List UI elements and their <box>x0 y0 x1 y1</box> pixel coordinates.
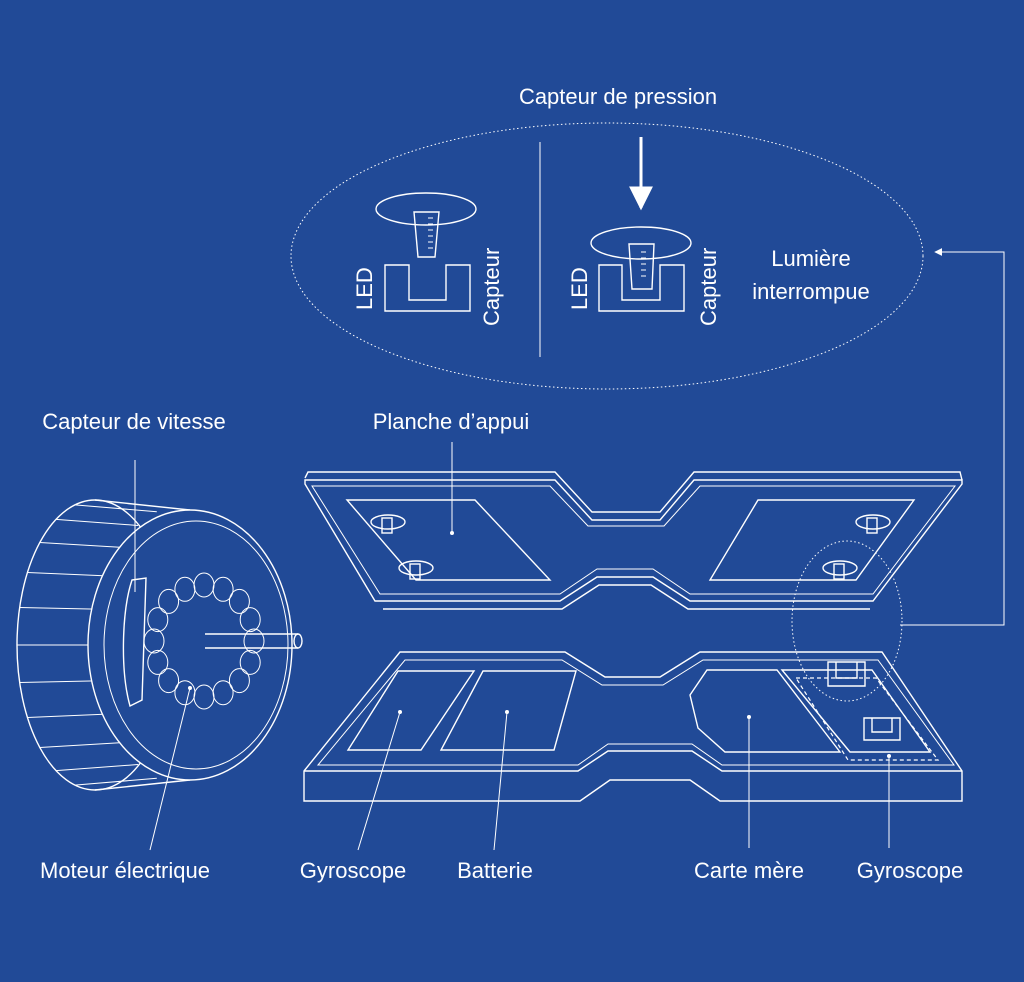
top-board-thickness <box>383 585 870 609</box>
tire-tread-line <box>56 765 138 771</box>
tire-tread-line <box>28 573 110 577</box>
plunger-4 <box>823 561 857 579</box>
tire-tread-line <box>20 681 102 683</box>
chassis-top-edge <box>304 751 962 771</box>
top-board-inner-rim <box>312 486 955 594</box>
light-sensor-1 <box>828 662 865 686</box>
label-sensor-left: Capteur <box>479 248 504 326</box>
top-board <box>305 472 962 609</box>
tire-tread-line <box>20 608 102 610</box>
tire-top-edge <box>95 500 190 510</box>
plunger-1 <box>371 515 405 533</box>
plunger-scale <box>428 218 433 248</box>
wheel <box>17 500 302 790</box>
label-led-left: LED <box>352 267 377 310</box>
tire-tread-line <box>40 543 122 548</box>
axle-end <box>294 634 302 648</box>
label-gyroscope-right: Gyroscope <box>857 858 963 883</box>
sensor-state-pressed <box>591 137 691 311</box>
tire-tread-line <box>56 519 138 525</box>
wheel-rim-outer <box>88 510 292 780</box>
u-sensor-right <box>599 265 684 311</box>
callout-connector-arrow <box>900 252 1004 625</box>
label-gyroscope-left: Gyroscope <box>300 858 406 883</box>
gyroscope-right-board <box>782 670 930 752</box>
light-sensor-2 <box>864 718 900 740</box>
footpad-left <box>347 500 550 580</box>
leader-dots <box>188 531 891 758</box>
sensor-state-open <box>376 193 476 311</box>
label-led-right: LED <box>567 267 592 310</box>
plunger-disc-pressed <box>591 227 691 259</box>
zoom-ellipse <box>792 541 902 701</box>
bottom-chassis <box>304 652 962 801</box>
plunger-2 <box>399 561 433 579</box>
label-light-interrupted-2: interrompue <box>752 279 869 304</box>
u-sensor-left <box>385 265 470 311</box>
tire-tread-line <box>40 743 122 748</box>
top-board-outline <box>305 480 962 601</box>
battery-pack <box>441 671 576 750</box>
plunger-3 <box>856 515 890 533</box>
tire-bottom-edge <box>95 780 190 790</box>
gyroscope-left-board <box>348 671 474 750</box>
label-light-interrupted-1: Lumière <box>771 246 850 271</box>
label-sensor-right: Capteur <box>696 248 721 326</box>
tire-tread-line <box>28 714 110 718</box>
label-motherboard: Carte mère <box>694 858 804 883</box>
label-pressure-sensor: Capteur de pression <box>519 84 717 109</box>
label-electric-motor: Moteur électrique <box>40 858 210 883</box>
top-board-back-edge <box>305 472 962 512</box>
leader-gyroscope-left <box>358 712 400 850</box>
plunger-stem-pressed <box>629 244 654 289</box>
plunger-stem <box>414 212 439 257</box>
label-footboard: Planche d’appui <box>373 409 530 434</box>
leader-battery <box>494 712 507 850</box>
label-battery: Batterie <box>457 858 533 883</box>
label-speed-sensor: Capteur de vitesse <box>42 409 225 434</box>
plunger-disc <box>376 193 476 225</box>
plunger-scale-pressed <box>641 252 646 276</box>
footpad-right <box>710 500 914 580</box>
chassis-inner-rim <box>318 660 954 765</box>
gyroscope-right-dashed <box>796 678 938 760</box>
